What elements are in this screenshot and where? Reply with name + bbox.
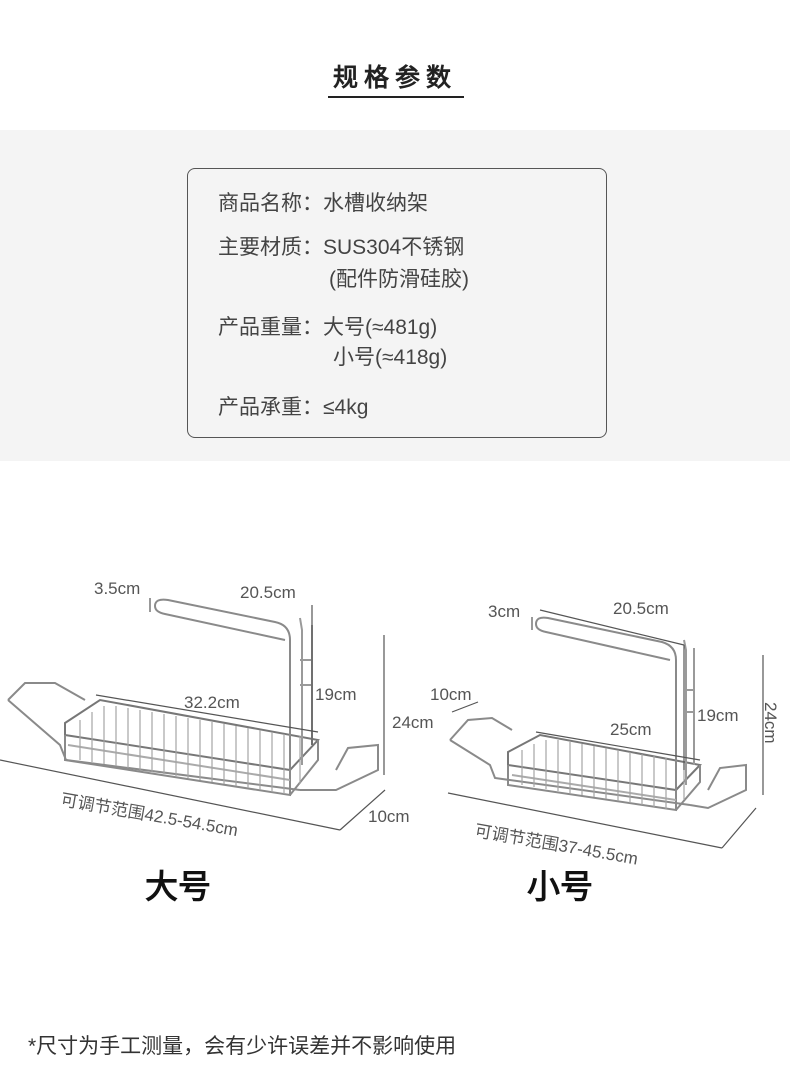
- spec-row-name: 商品名称：水槽收纳架: [218, 187, 428, 217]
- large-dim-top: 20.5cm: [240, 583, 296, 602]
- spec-weight-large: 大号(≈481g): [323, 316, 438, 339]
- large-dim-range: 可调节范围42.5-54.5cm: [59, 790, 239, 840]
- spec-weight-label: 产品重量：: [218, 316, 323, 339]
- spec-box: 商品名称：水槽收纳架 主要材质：SUS304不锈钢 (配件防滑硅胶) 产品重量：…: [187, 168, 607, 438]
- small-dim-height: 19cm: [697, 706, 739, 725]
- spec-name-label: 商品名称：: [218, 192, 323, 215]
- small-rack-drawing: [449, 616, 747, 812]
- footer-note: *尺寸为手工测量，会有少许误差并不影响使用: [28, 1035, 457, 1058]
- title-underline: [328, 96, 464, 98]
- page-title: 规格参数: [332, 64, 457, 92]
- large-rack-drawing: [7, 598, 379, 797]
- spec-load-value: ≤4kg: [323, 396, 369, 419]
- spec-name-value: 水槽收纳架: [323, 192, 428, 215]
- spec-material-note: (配件防滑硅胶): [329, 268, 469, 291]
- small-dim-left2: 24cm: [392, 713, 434, 732]
- spec-load-label: 产品承重：: [218, 396, 323, 419]
- small-dim-top: 20.5cm: [613, 599, 669, 618]
- small-dim-lines: [447, 609, 764, 849]
- small-dim-left: 10cm: [430, 685, 472, 704]
- spec-weight-small: 小号(≈418g): [333, 346, 448, 369]
- spec-row-material: 主要材质：SUS304不锈钢: [218, 231, 464, 261]
- large-dim-basket: 32.2cm: [184, 693, 240, 712]
- large-dim-hook: 3.5cm: [94, 579, 140, 598]
- spec-row-load: 产品承重：≤4kg: [218, 391, 368, 421]
- small-size-label: 小号: [527, 868, 593, 905]
- large-dim-lines: [0, 598, 386, 831]
- large-dim-depth: 10cm: [368, 807, 410, 826]
- small-dim-basket: 25cm: [610, 720, 652, 739]
- spec-material-value: SUS304不锈钢: [323, 236, 465, 259]
- spec-material-label: 主要材质：: [218, 236, 323, 259]
- small-dim-hook: 3cm: [488, 602, 520, 621]
- large-dim-height: 19cm: [315, 685, 357, 704]
- spec-row-weight: 产品重量：大号(≈481g): [218, 311, 437, 341]
- large-size-label: 大号: [145, 868, 211, 905]
- small-dim-side: 24cm: [761, 702, 780, 744]
